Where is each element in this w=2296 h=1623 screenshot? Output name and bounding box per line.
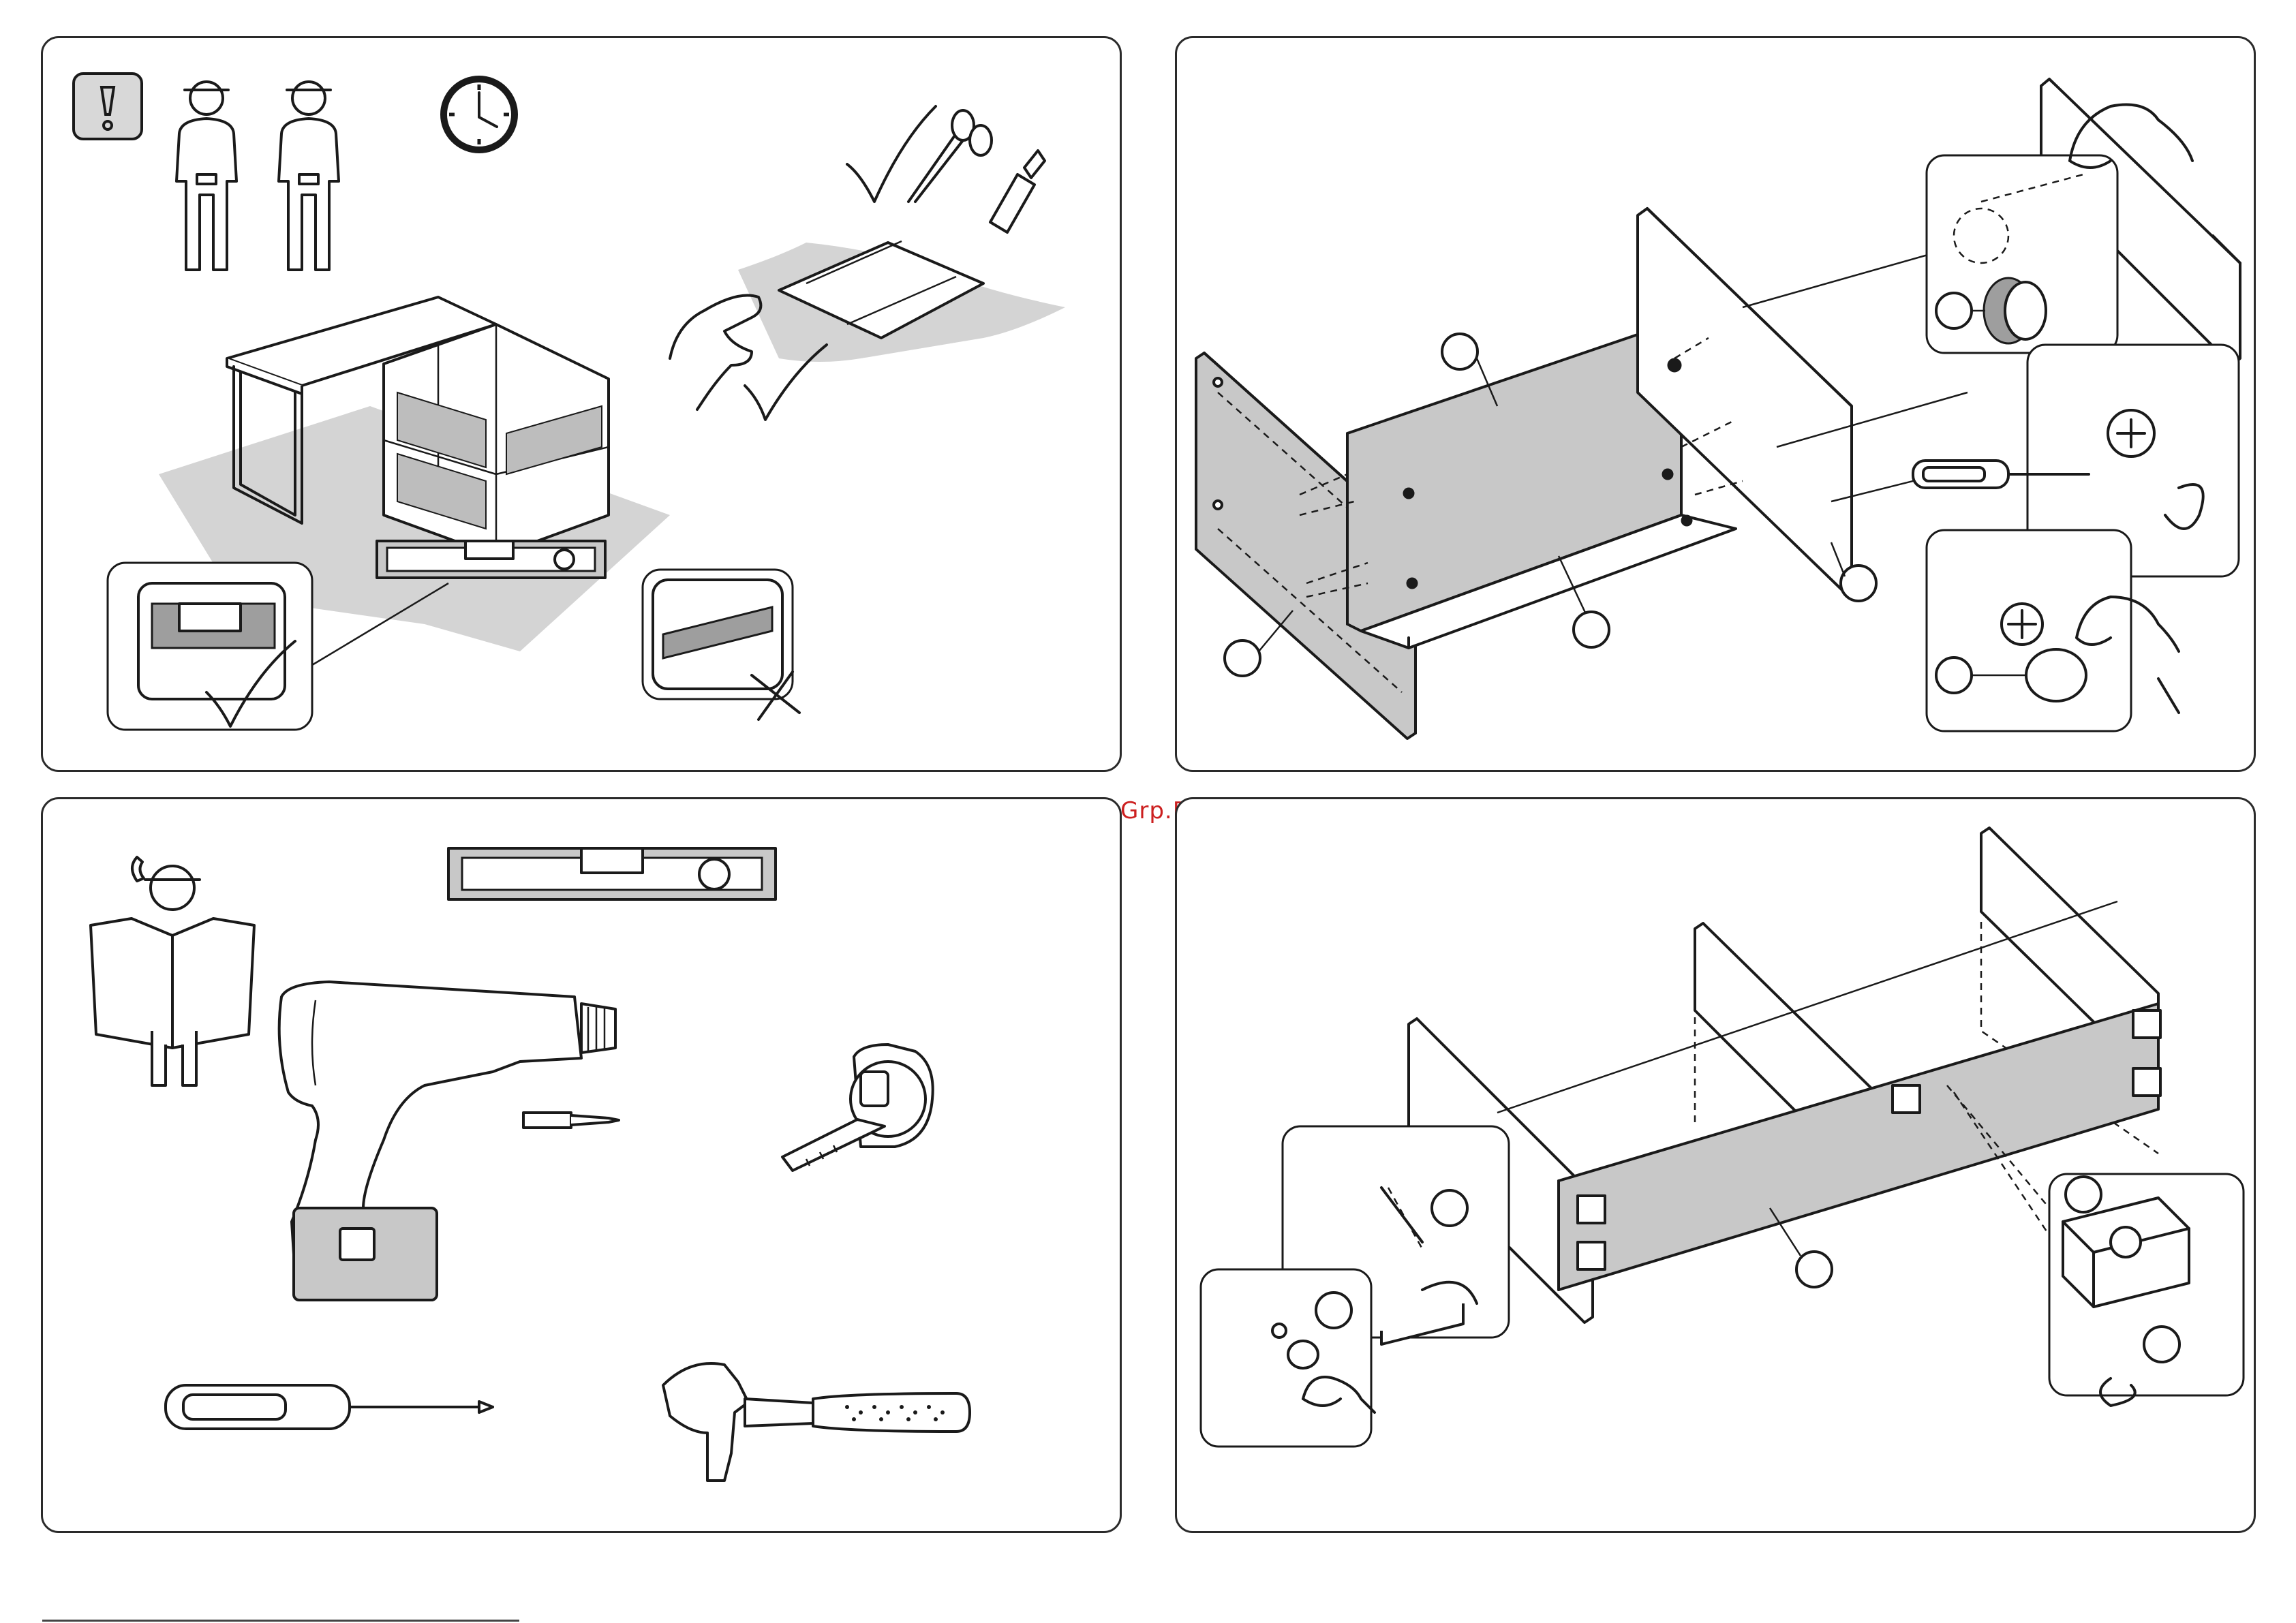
drill-bit-icon	[523, 1113, 619, 1128]
drill-icon	[279, 982, 615, 1300]
hammer-icon	[663, 1363, 970, 1481]
screwdriver-icon	[166, 1385, 493, 1429]
clock-icon	[444, 79, 515, 150]
level-correct-detail	[138, 583, 285, 699]
worker-icon	[279, 82, 339, 270]
instructions-icon	[91, 866, 254, 1085]
spirit-level-icon	[448, 848, 776, 899]
tape-measure-icon	[782, 1045, 933, 1171]
worker-icon	[177, 82, 236, 270]
hand-icon	[670, 296, 761, 410]
footer-rule	[42, 1620, 519, 1622]
checkmark-icon	[847, 106, 936, 202]
preparation-panel	[41, 36, 1122, 772]
utility-knife-icon	[990, 151, 1045, 232]
spirit-level-icon	[377, 541, 605, 578]
assembly-step-2-panel	[1175, 797, 2256, 1533]
tools-panel	[41, 797, 1122, 1533]
level-incorrect-detail	[653, 580, 782, 689]
phone-icon	[132, 857, 144, 881]
warning-icon	[74, 74, 142, 139]
assembly-step-1-panel	[1175, 36, 2256, 772]
